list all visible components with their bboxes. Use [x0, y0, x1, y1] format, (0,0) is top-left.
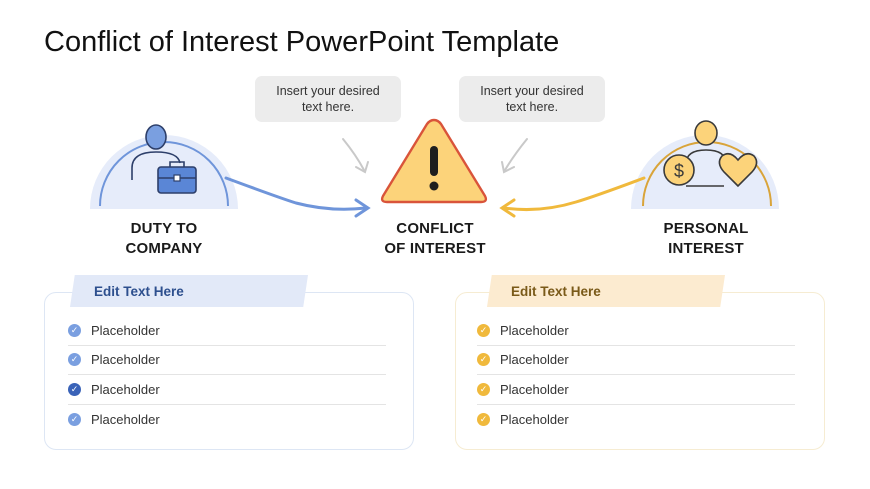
- duty-checklist: ✓ Placeholder ✓ Placeholder ✓ Placeholder ✓…: [68, 316, 386, 434]
- personal-label: PERSONAL INTEREST: [640, 219, 772, 259]
- duty-label: DUTY TO COMPANY: [104, 219, 224, 259]
- list-item-label: Placeholder: [500, 381, 569, 397]
- check-icon: ✓: [68, 382, 81, 396]
- list-item-label: Placeholder: [500, 322, 569, 338]
- check-icon: ✓: [477, 323, 490, 337]
- personal-panel: [455, 292, 825, 450]
- dollar-symbol: $: [674, 161, 684, 181]
- conflict-label-line2: OF INTEREST: [384, 240, 486, 257]
- list-item-label: Placeholder: [500, 352, 569, 368]
- person-with-money-and-heart-icon: $: [663, 120, 758, 188]
- check-icon: ✓: [477, 353, 490, 367]
- list-item-label: Placeholder: [91, 381, 160, 397]
- list-item[interactable]: ✓ Placeholder: [477, 346, 795, 375]
- list-item-label: Placeholder: [91, 411, 160, 427]
- list-item[interactable]: ✓ Placeholder: [477, 405, 795, 435]
- bubble-arrow-right: [501, 138, 528, 174]
- list-item[interactable]: ✓ Placeholder: [477, 316, 795, 346]
- personal-panel-header[interactable]: Edit Text Here: [487, 275, 725, 307]
- list-item[interactable]: ✓ Placeholder: [68, 316, 386, 346]
- warning-triangle-icon: [380, 118, 488, 204]
- list-item[interactable]: ✓ Placeholder: [68, 405, 386, 435]
- check-icon: ✓: [68, 412, 81, 426]
- conflict-label: CONFLICT OF INTEREST: [370, 219, 500, 259]
- list-item[interactable]: ✓ Placeholder: [68, 346, 386, 375]
- check-icon: ✓: [477, 412, 490, 426]
- list-item-label: Placeholder: [91, 352, 160, 368]
- personal-label-line2: INTEREST: [668, 240, 744, 257]
- list-item-label: Placeholder: [91, 322, 160, 338]
- duty-panel: [44, 292, 414, 450]
- personal-label-line1: PERSONAL: [663, 220, 749, 237]
- duty-label-line2: COMPANY: [125, 240, 203, 257]
- check-icon: ✓: [477, 382, 490, 396]
- bubble-arrow-left: [342, 138, 369, 174]
- text-bubble-right[interactable]: Insert your desired text here.: [459, 76, 605, 122]
- check-icon: ✓: [68, 323, 81, 337]
- duty-arrow: [224, 176, 371, 218]
- list-item[interactable]: ✓ Placeholder: [68, 375, 386, 405]
- personal-arrow: [499, 176, 646, 218]
- conflict-label-line1: CONFLICT: [396, 220, 474, 237]
- person-with-briefcase-icon: [131, 124, 197, 194]
- list-item[interactable]: ✓ Placeholder: [477, 375, 795, 405]
- personal-icon-backdrop: [631, 135, 779, 209]
- duty-label-line1: DUTY TO: [130, 220, 198, 237]
- check-icon: ✓: [68, 353, 81, 367]
- personal-checklist: ✓ Placeholder ✓ Placeholder ✓ Placeholder ✓…: [477, 316, 795, 434]
- duty-panel-header[interactable]: Edit Text Here: [70, 275, 308, 307]
- slide-title: Conflict of Interest PowerPoint Template: [44, 26, 560, 58]
- list-item-label: Placeholder: [500, 411, 569, 427]
- text-bubble-left[interactable]: Insert your desired text here.: [255, 76, 401, 122]
